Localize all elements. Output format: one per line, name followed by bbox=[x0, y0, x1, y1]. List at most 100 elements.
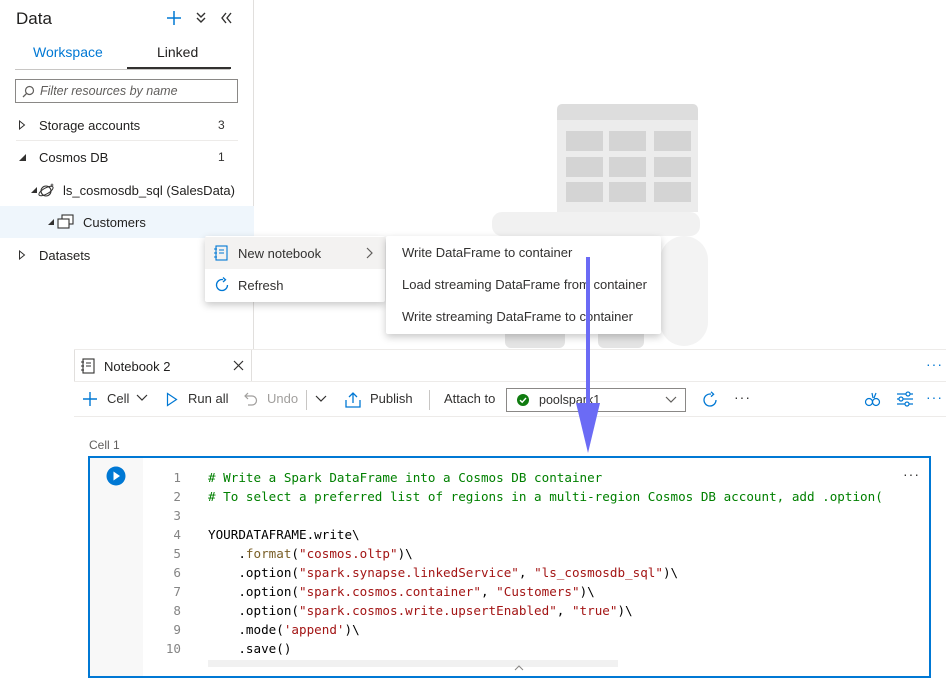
undo-button[interactable]: Undo bbox=[267, 391, 299, 406]
chevron-down-icon[interactable] bbox=[315, 395, 327, 403]
line-number: 5 bbox=[173, 546, 181, 561]
cell-label: Cell 1 bbox=[89, 438, 120, 452]
chevron-right-icon bbox=[366, 247, 373, 259]
tab-linked[interactable]: Linked bbox=[157, 44, 199, 60]
context-menu: New notebook Refresh bbox=[205, 236, 385, 302]
notebook-tab-bar: Notebook 2 ··· bbox=[74, 349, 946, 382]
submenu-item-write-dataframe[interactable]: Write DataFrame to container bbox=[402, 245, 573, 260]
code-text: .option("spark.cosmos.container", "Custo… bbox=[208, 584, 595, 599]
chevron-right-icon[interactable] bbox=[18, 120, 26, 130]
code-text: # To select a preferred list of regions … bbox=[208, 489, 883, 504]
new-notebook-submenu: Write DataFrame to container Load stream… bbox=[386, 236, 661, 334]
chevron-down-icon[interactable] bbox=[136, 394, 148, 402]
code-text: .mode('append')\ bbox=[208, 622, 360, 637]
tab-divider bbox=[15, 69, 230, 70]
close-icon[interactable] bbox=[233, 360, 244, 371]
filter-box[interactable] bbox=[15, 79, 238, 103]
add-icon[interactable] bbox=[166, 8, 182, 28]
toolbar-divider bbox=[429, 390, 430, 410]
line-number: 2 bbox=[173, 489, 181, 504]
submenu-item-write-streaming[interactable]: Write streaming DataFrame to container bbox=[402, 309, 633, 324]
illustration-cell bbox=[609, 157, 646, 177]
code-text: .format("cosmos.oltp")\ bbox=[208, 546, 413, 561]
variables-icon[interactable] bbox=[864, 390, 882, 408]
chevron-expanded-icon[interactable] bbox=[30, 186, 38, 194]
data-panel: Data Workspace Linked Storage accounts 3… bbox=[0, 0, 254, 350]
publish-icon[interactable] bbox=[345, 391, 361, 408]
line-number: 8 bbox=[173, 603, 181, 618]
line-number: 3 bbox=[173, 508, 181, 523]
submenu-item-load-streaming[interactable]: Load streaming DataFrame from container bbox=[402, 277, 647, 292]
more-icon[interactable]: ··· bbox=[926, 389, 943, 405]
more-icon[interactable]: ··· bbox=[926, 356, 943, 372]
double-chevron-down-icon[interactable] bbox=[195, 11, 207, 25]
code-cell[interactable]: 1# Write a Spark DataFrame into a Cosmos… bbox=[88, 456, 931, 678]
notebook-toolbar: Cell Run all Undo Publish Attach to pool… bbox=[74, 381, 946, 417]
attach-to-label: Attach to bbox=[444, 391, 496, 406]
run-all-button[interactable]: Run all bbox=[188, 391, 229, 406]
chevron-right-icon[interactable] bbox=[18, 250, 26, 260]
double-chevron-left-icon[interactable] bbox=[219, 11, 233, 25]
code-editor[interactable]: 1# Write a Spark DataFrame into a Cosmos… bbox=[143, 458, 929, 676]
illustration-cell bbox=[609, 182, 646, 202]
play-icon[interactable] bbox=[166, 392, 178, 407]
toolbar-divider bbox=[306, 390, 307, 410]
illustration-base bbox=[598, 334, 644, 348]
illustration-cell bbox=[566, 131, 603, 151]
refresh-icon bbox=[214, 277, 230, 293]
collapse-icon[interactable] bbox=[514, 664, 524, 671]
cell-gutter bbox=[90, 458, 143, 676]
tree-item-label: Storage accounts bbox=[39, 117, 141, 133]
illustration-cloud bbox=[492, 212, 700, 236]
illustration-cell bbox=[609, 131, 646, 151]
run-cell-button[interactable] bbox=[106, 466, 126, 486]
item-count: 1 bbox=[218, 150, 225, 164]
properties-icon[interactable] bbox=[896, 391, 914, 407]
cell-more-icon[interactable]: ··· bbox=[903, 466, 920, 482]
notebook-icon bbox=[81, 358, 95, 374]
annotation-arrow bbox=[574, 257, 602, 455]
add-cell-button[interactable]: Cell bbox=[107, 391, 130, 406]
tree-item-storage-accounts[interactable]: Storage accounts 3 bbox=[0, 109, 254, 141]
tree-item-linked-service[interactable]: ls_cosmosdb_sql (SalesData) bbox=[0, 174, 254, 206]
tree-item-cosmos-db[interactable]: Cosmos DB 1 bbox=[0, 141, 254, 173]
line-number: 9 bbox=[173, 622, 181, 637]
add-icon[interactable] bbox=[82, 391, 98, 407]
line-number: 1 bbox=[173, 470, 181, 485]
horizontal-scrollbar[interactable] bbox=[208, 660, 618, 667]
illustration-cell bbox=[654, 157, 691, 177]
tree-item-datasets[interactable]: Datasets bbox=[0, 239, 254, 271]
menu-item-label: New notebook bbox=[238, 246, 322, 261]
tab-workspace[interactable]: Workspace bbox=[33, 44, 103, 60]
filter-input[interactable] bbox=[40, 84, 230, 98]
container-icon bbox=[57, 214, 75, 230]
cosmos-db-icon bbox=[38, 182, 56, 198]
code-text: .save() bbox=[208, 641, 292, 656]
line-number: 6 bbox=[173, 565, 181, 580]
chevron-expanded-icon[interactable] bbox=[47, 218, 55, 226]
illustration-cell bbox=[654, 131, 691, 151]
tree-item-label: Cosmos DB bbox=[39, 149, 109, 165]
code-text: .option("spark.cosmos.write.upsertEnable… bbox=[208, 603, 633, 618]
panel-title: Data bbox=[16, 9, 52, 28]
menu-item-label: Refresh bbox=[238, 278, 284, 293]
search-icon bbox=[22, 85, 35, 98]
undo-icon[interactable] bbox=[244, 392, 258, 406]
code-text: YOURDATAFRAME.write\ bbox=[208, 527, 360, 542]
menu-item-refresh[interactable]: Refresh bbox=[205, 269, 385, 301]
more-icon[interactable]: ··· bbox=[734, 389, 751, 405]
illustration-cell bbox=[566, 157, 603, 177]
line-number: 10 bbox=[165, 641, 181, 656]
notebook-icon bbox=[214, 245, 228, 261]
code-text: .option("spark.synapse.linkedService", "… bbox=[208, 565, 679, 580]
refresh-icon[interactable] bbox=[701, 391, 719, 409]
menu-item-new-notebook[interactable]: New notebook bbox=[205, 237, 385, 269]
illustration-table-top bbox=[557, 104, 698, 124]
status-ok-icon bbox=[517, 394, 529, 406]
tree-item-label: Datasets bbox=[39, 247, 91, 263]
tree-item-customers[interactable]: Customers bbox=[0, 206, 254, 238]
item-count: 3 bbox=[218, 118, 225, 132]
tab-notebook-2[interactable]: Notebook 2 bbox=[74, 350, 252, 382]
chevron-expanded-icon[interactable] bbox=[18, 153, 27, 162]
publish-button[interactable]: Publish bbox=[370, 391, 413, 406]
